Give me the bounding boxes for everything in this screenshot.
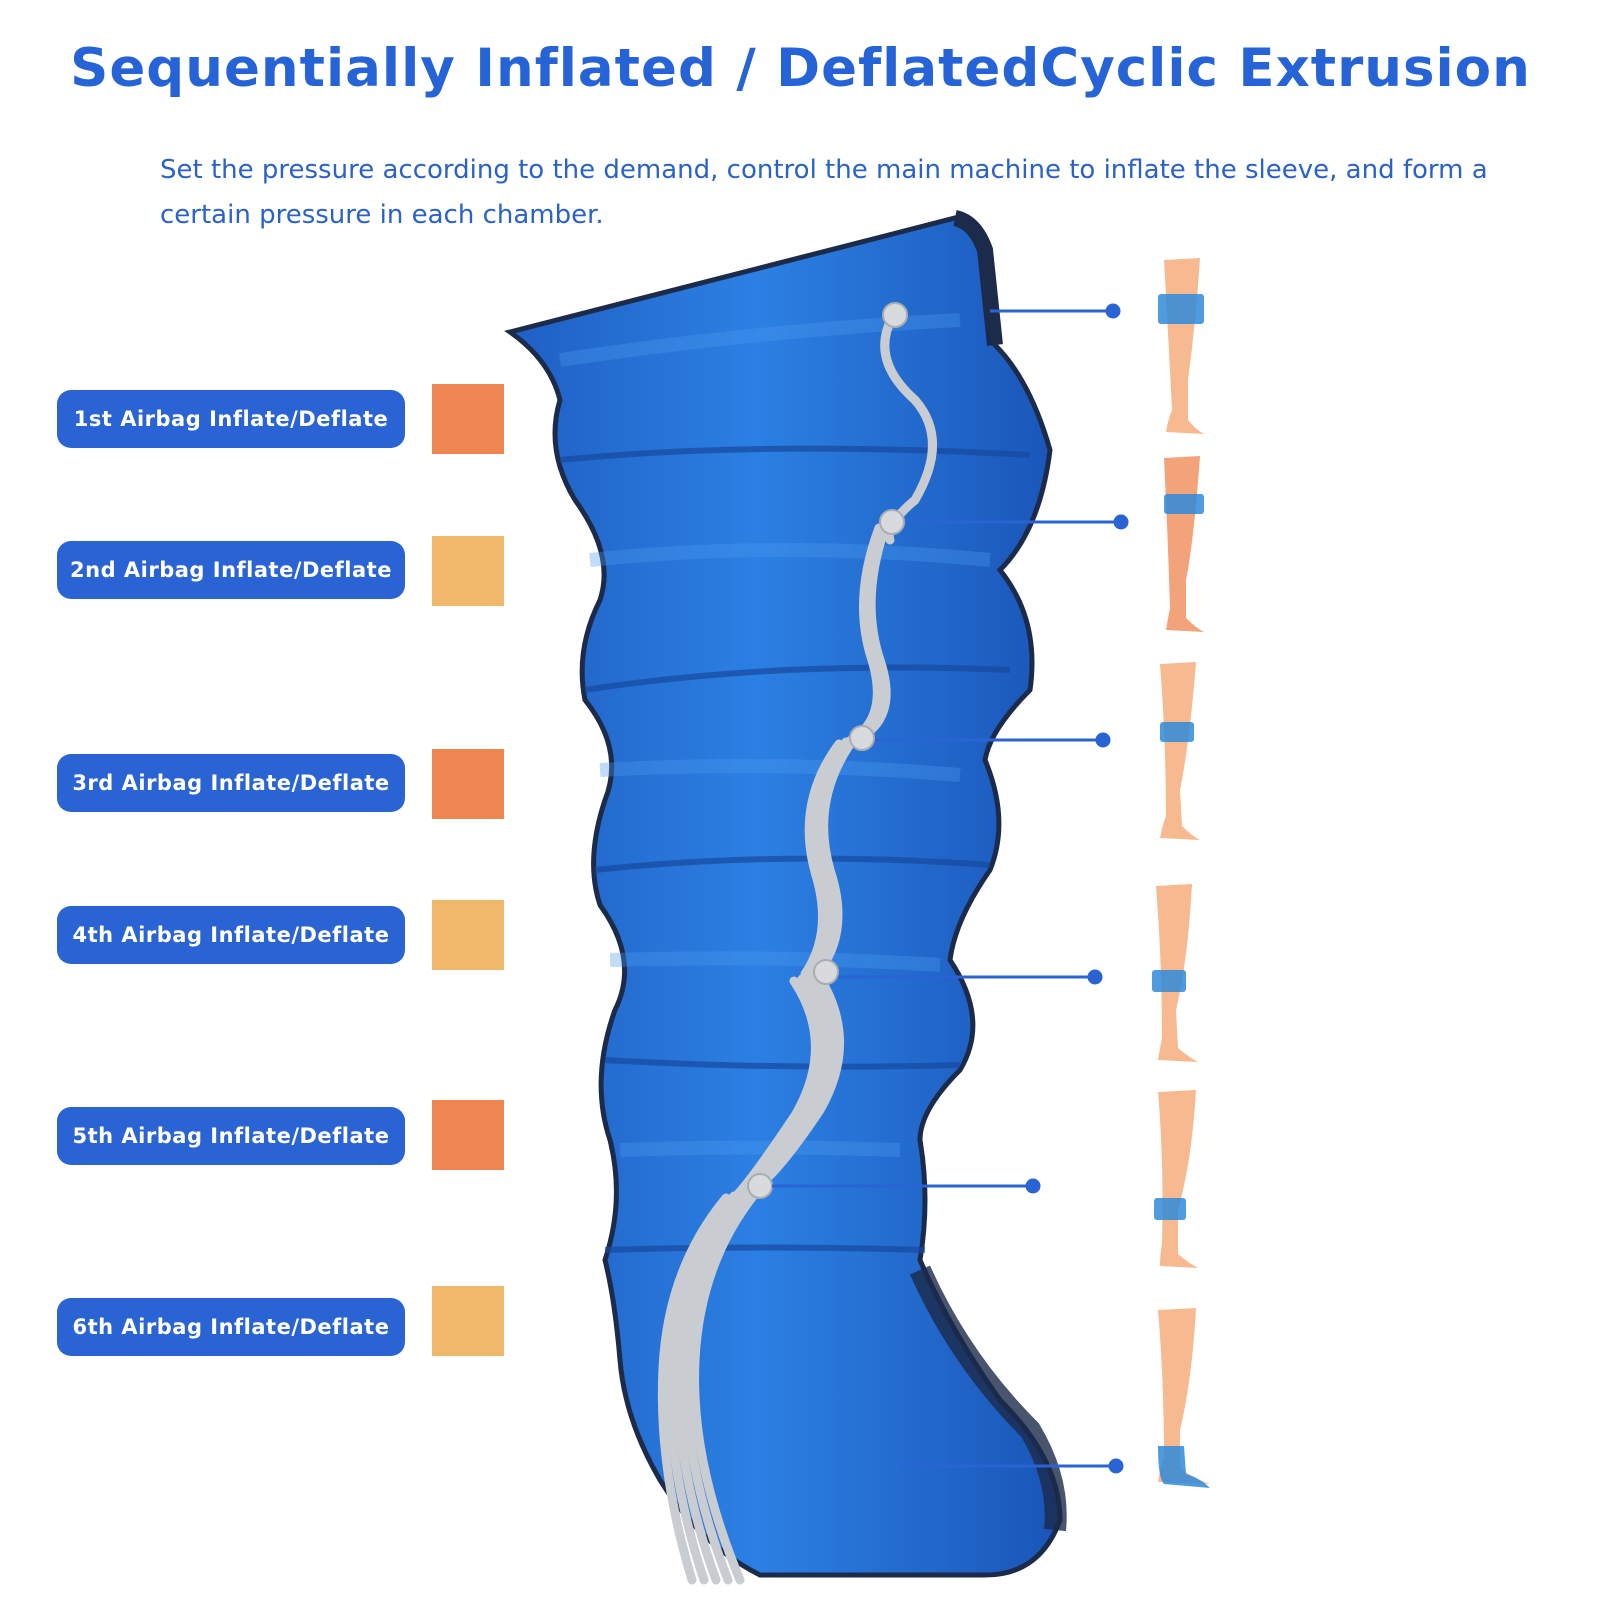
leg-compression-sleeve: [504, 210, 1067, 1578]
page-subtitle: Set the pressure according to the demand…: [160, 155, 1488, 230]
air-tubes: [657, 313, 937, 1585]
leg-thigh-band: [1158, 258, 1204, 434]
swatch-airbag-4: [432, 900, 504, 970]
swatch-airbag-6: [432, 1286, 504, 1356]
callout-lines: [772, 303, 1129, 1474]
airbag-label-2: 2nd Airbag Inflate/Deflate: [57, 541, 405, 599]
swatch-airbag-1: [432, 384, 504, 454]
airbag-label-5: 5th Airbag Inflate/Deflate: [57, 1107, 405, 1165]
leg-lower-calf-band: [1154, 1090, 1198, 1268]
airbag-label-4: 4th Airbag Inflate/Deflate: [57, 906, 405, 964]
tube-connectors: [747, 302, 908, 1199]
airbag-label-6: 6th Airbag Inflate/Deflate: [57, 1298, 405, 1356]
swatch-airbag-5: [432, 1100, 504, 1170]
airbag-label-1: 1st Airbag Inflate/Deflate: [57, 390, 405, 448]
leg-foot-band: [1158, 1308, 1210, 1488]
leg-calf-band: [1152, 884, 1198, 1062]
page-title: Sequentially Inflated / DeflatedCyclic E…: [70, 38, 1531, 99]
swatch-airbag-2: [432, 536, 504, 606]
airbag-label-3: 3rd Airbag Inflate/Deflate: [57, 754, 405, 812]
leg-knee-band: [1160, 662, 1200, 840]
swatch-airbag-3: [432, 749, 504, 819]
leg-upper-knee-band: [1164, 456, 1204, 632]
